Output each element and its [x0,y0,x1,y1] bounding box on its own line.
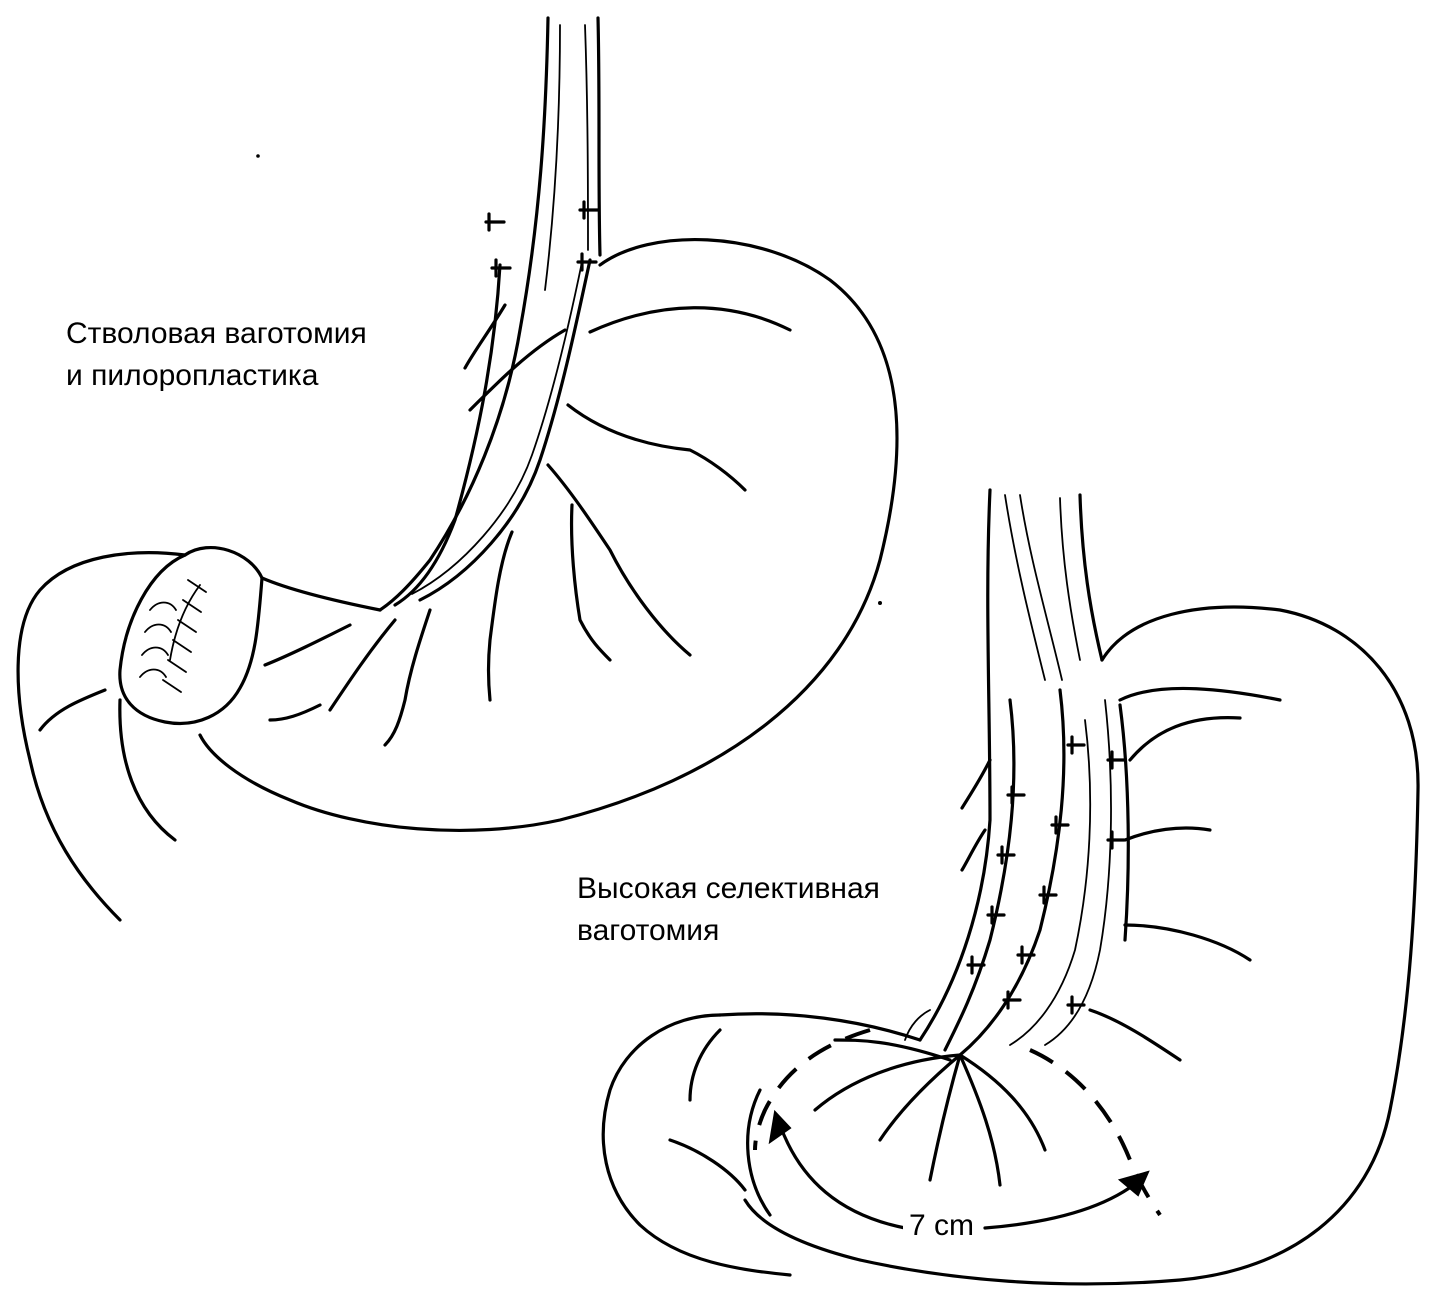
severed-branches [960,716,1252,1062]
pylorus-pyloroplasty [16,546,264,922]
arrowhead-left [768,1109,792,1145]
stomach-selective-vagotomy [601,488,1420,1286]
ink-speck [256,154,260,158]
stomach-outline-right [718,605,1420,1286]
caption-trunk-line1: Стволовая ваготомия [66,317,367,350]
nerve-of-latarjet [943,688,1130,1057]
crows-foot-branches [813,1009,1047,1187]
nerve-cut-mark [484,212,506,232]
ligated-branches [966,735,1126,1015]
dissection-boundary-right [1029,1048,1162,1217]
caption-hsv-line2: ваготомия [577,914,720,947]
caption-selective-vagotomy: Высокая селективная ваготомия [577,868,880,952]
arrowhead-right [1117,1170,1150,1197]
caption-hsv-line1: Высокая селективная [577,872,880,905]
measurement-arrow [768,1109,1150,1230]
antrum-duodenum [601,1013,792,1277]
esophagus-left [378,16,602,612]
measurement-label: 7 cm [903,1208,981,1244]
suture-line [169,584,201,661]
caption-trunk-vagotomy: Стволовая ваготомия и пилоропластика [66,313,367,397]
nerve-cut-mark [578,200,600,220]
nerve-cut-mark [576,252,598,272]
caption-trunk-line2: и пилоропластика [66,359,319,392]
esophagus-right [918,488,1104,1042]
nerve-cut-mark [490,258,512,278]
stomach-trunk-vagotomy [16,16,899,922]
ink-speck [878,601,882,605]
vagus-nerve-left [263,200,747,747]
stomach-outline-left [198,238,899,833]
